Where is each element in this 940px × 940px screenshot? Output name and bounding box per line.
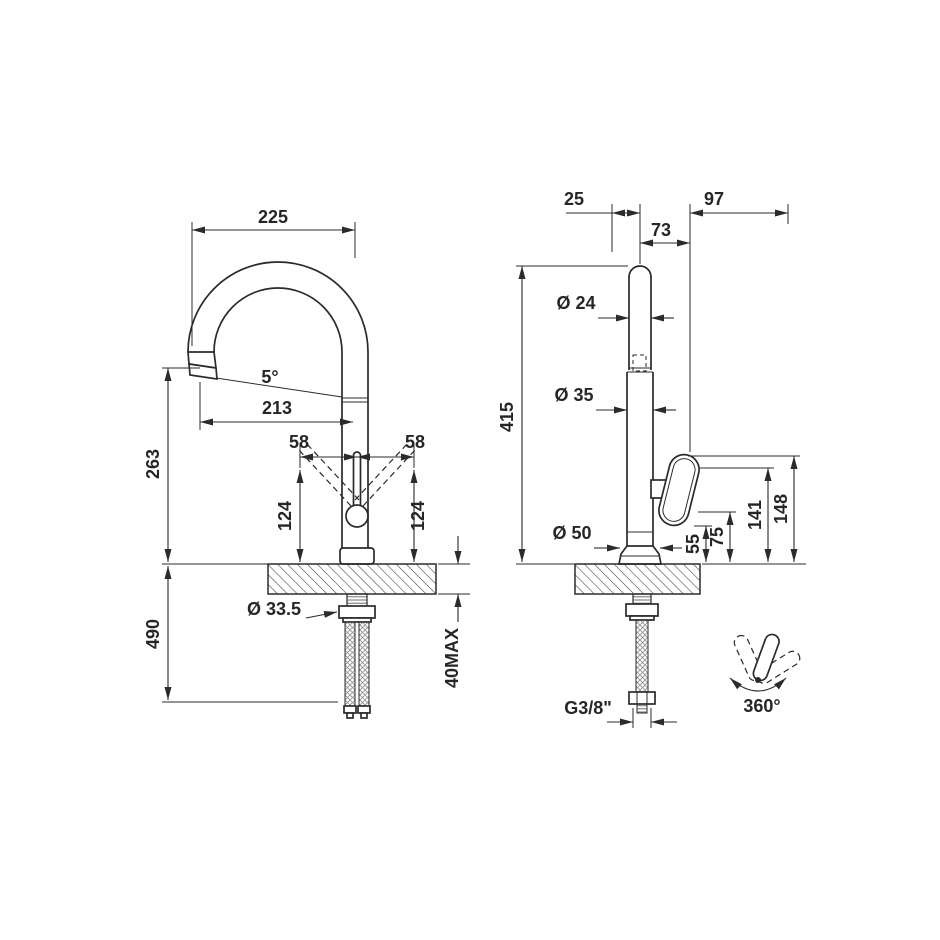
dim-label-97: 97 — [704, 189, 724, 209]
hose-fitting — [357, 705, 371, 714]
hose-nipple — [346, 712, 354, 719]
flex-hose — [344, 621, 356, 707]
mounting-nut — [338, 605, 376, 619]
base-flange — [339, 547, 375, 565]
side-faucet-outline — [617, 265, 700, 565]
dim-label-148: 148 — [771, 494, 791, 524]
lever-slot — [352, 451, 362, 511]
dim-label-124-left: 124 — [275, 501, 295, 531]
spout-inner-curve — [213, 287, 343, 548]
dim-label-25: 25 — [564, 189, 584, 209]
side-undercounter — [625, 593, 659, 714]
dim-label-225: 225 — [258, 207, 288, 227]
dim-label-124-right: 124 — [408, 501, 428, 531]
lever-phantom-right — [354, 442, 409, 501]
washer — [342, 617, 372, 623]
counter-section — [574, 563, 701, 595]
swivel-pivot — [755, 677, 761, 683]
dim-label-58-left: 58 — [289, 432, 309, 452]
dim-label-hole-diameter: Ø 33.5 — [247, 599, 301, 619]
washer — [629, 615, 655, 621]
spout-outer-curve — [187, 261, 369, 548]
hose-hex-fitting — [628, 691, 656, 705]
dim-label-360: 360° — [743, 696, 780, 716]
dim-label-g38: G3/8" — [564, 698, 612, 718]
side-view: 25 73 97 Ø 24 Ø 35 Ø 50 — [497, 189, 806, 728]
dim-label-55: 55 — [683, 534, 703, 554]
front-counter — [267, 563, 437, 595]
dim-label-73: 73 — [651, 220, 671, 240]
dim-label-263: 263 — [143, 449, 163, 479]
flex-hose — [358, 621, 370, 707]
front-faucet-outline — [187, 261, 417, 565]
dim-label-75: 75 — [707, 527, 727, 547]
dim-label-d50: Ø 50 — [552, 523, 591, 543]
flex-hose — [635, 619, 649, 693]
dim-label-490: 490 — [143, 619, 163, 649]
lever-phantom-left — [305, 442, 360, 501]
side-handle — [658, 453, 700, 527]
mounting-nut — [625, 603, 659, 617]
hose-nipple — [360, 712, 368, 719]
side-base — [617, 545, 663, 565]
dim-label-40max: 40MAX — [442, 628, 462, 688]
side-dimensions: 25 73 97 Ø 24 Ø 35 Ø 50 — [497, 189, 806, 728]
hose-fitting — [343, 705, 357, 714]
side-spout-tube — [628, 265, 652, 370]
dim-label-d24: Ø 24 — [556, 293, 595, 313]
dim-label-58-right: 58 — [405, 432, 425, 452]
dim-label-d35: Ø 35 — [554, 385, 593, 405]
side-counter — [574, 563, 701, 595]
counter-section — [267, 563, 437, 595]
internal-detail — [632, 354, 647, 372]
dim-label-213: 213 — [262, 398, 292, 418]
front-undercounter — [338, 593, 376, 719]
front-view: 225 5° 213 58 58 124 124 263 — [143, 207, 470, 719]
swivel-arrow — [729, 677, 787, 692]
swivel-symbol: 360° — [729, 633, 801, 716]
front-dimensions: 225 5° 213 58 58 124 124 263 — [143, 207, 470, 703]
thread-nipple — [636, 703, 648, 714]
dim-label-415: 415 — [497, 402, 517, 432]
dim-label-5deg: 5° — [261, 367, 278, 387]
lever-ball — [345, 504, 369, 528]
dim-label-141: 141 — [745, 500, 765, 530]
